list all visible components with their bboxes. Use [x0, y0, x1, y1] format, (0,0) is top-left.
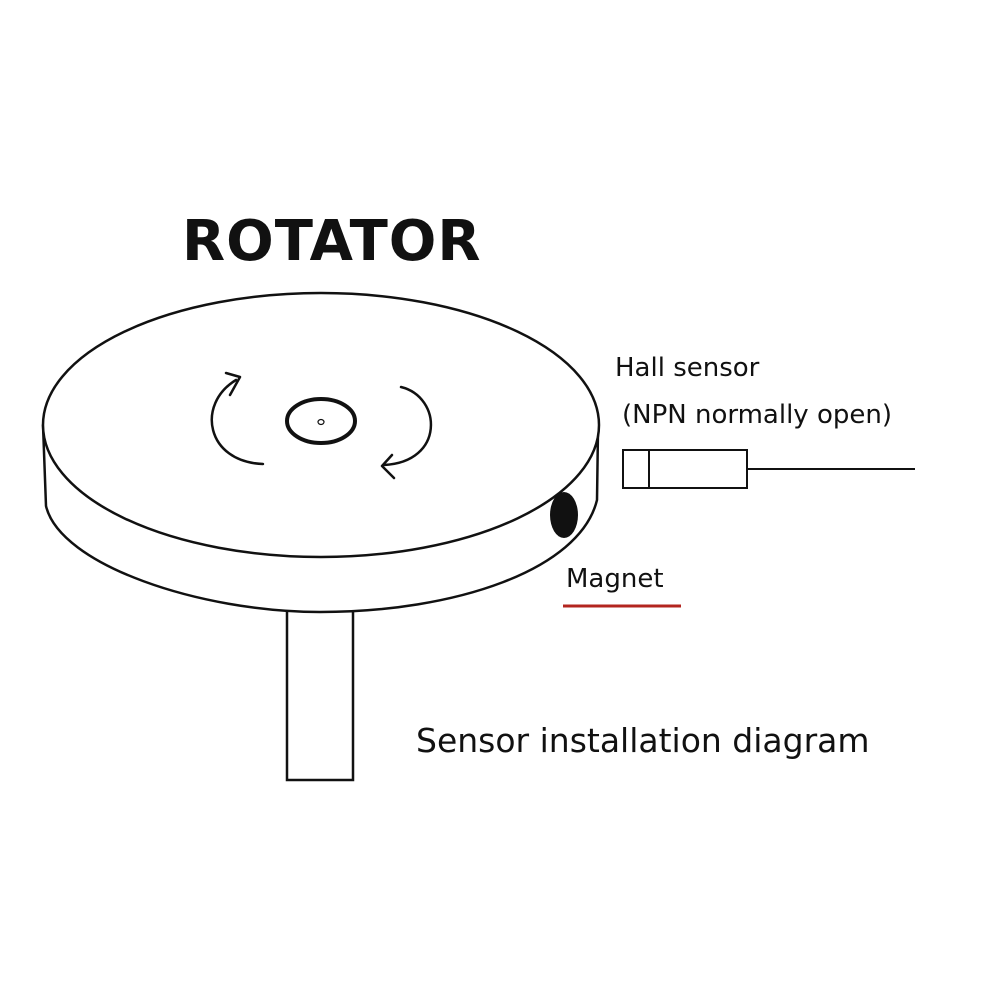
rotation-arrow-left: [210, 378, 265, 466]
rotator-shaft: [285, 608, 355, 782]
rotation-arrow-right: [382, 385, 433, 467]
diagram-title: ROTATOR: [182, 209, 482, 274]
hall-sensor-label: Hall sensor: [615, 353, 760, 383]
hall-sensor-body: [622, 449, 748, 489]
center-hub: [285, 397, 357, 445]
hall-sensor-type-label: (NPN normally open): [622, 400, 892, 430]
magnet: [550, 492, 578, 538]
center-hub-dot: [317, 418, 325, 426]
rotation-arrowhead-right: [380, 453, 396, 480]
magnet-label: Magnet: [566, 564, 664, 594]
rotation-arrowhead-left: [224, 371, 242, 397]
diagram-caption: Sensor installation diagram: [416, 721, 870, 760]
